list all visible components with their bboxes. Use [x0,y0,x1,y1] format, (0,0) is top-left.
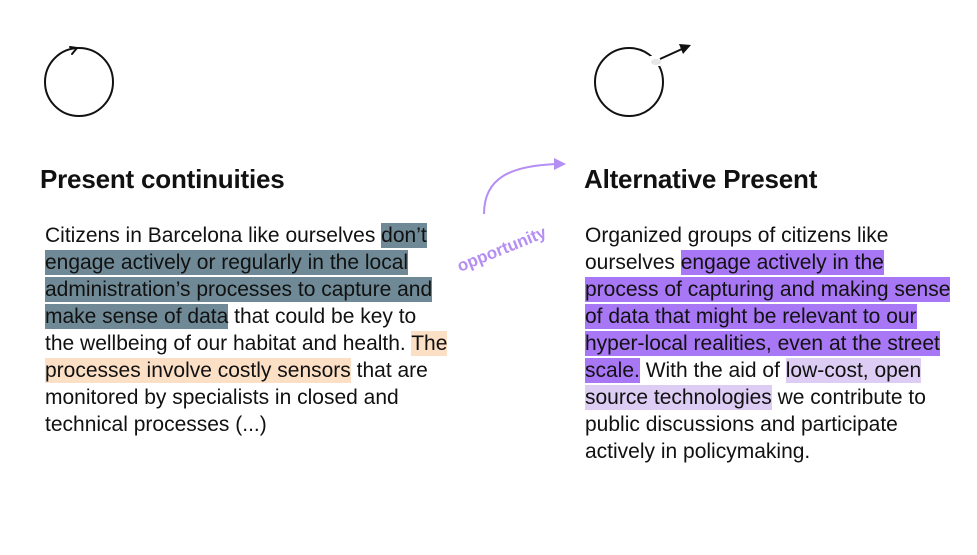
left-text-1: Citizens in Barcelona like ourselves [45,224,382,247]
left-heading: Present continuities [40,164,285,194]
left-text-2: that could be key to the wellbeing of ou… [45,305,417,355]
left-text-3: that are monitored by specialists in clo… [45,359,428,436]
right-paragraph: Organized groups of citizens like oursel… [585,222,963,465]
circular-arrow-icon [44,46,114,117]
opportunity-arrow-curve [483,163,557,215]
opportunity-arrowhead-icon [554,158,566,170]
opportunity-label: opportunity [454,223,549,276]
right-text-3: we contribute to public discussions and … [585,386,926,463]
opportunity-connector: opportunity [454,158,566,276]
right-heading: Alternative Present [584,164,818,194]
right-text-1: Organized groups of citizens like oursel… [585,224,889,274]
right-text-2: With the aid of [639,359,786,382]
circle-outward-arrow-icon [594,44,691,117]
left-paragraph: Citizens in Barcelona like ourselves don… [45,222,450,438]
